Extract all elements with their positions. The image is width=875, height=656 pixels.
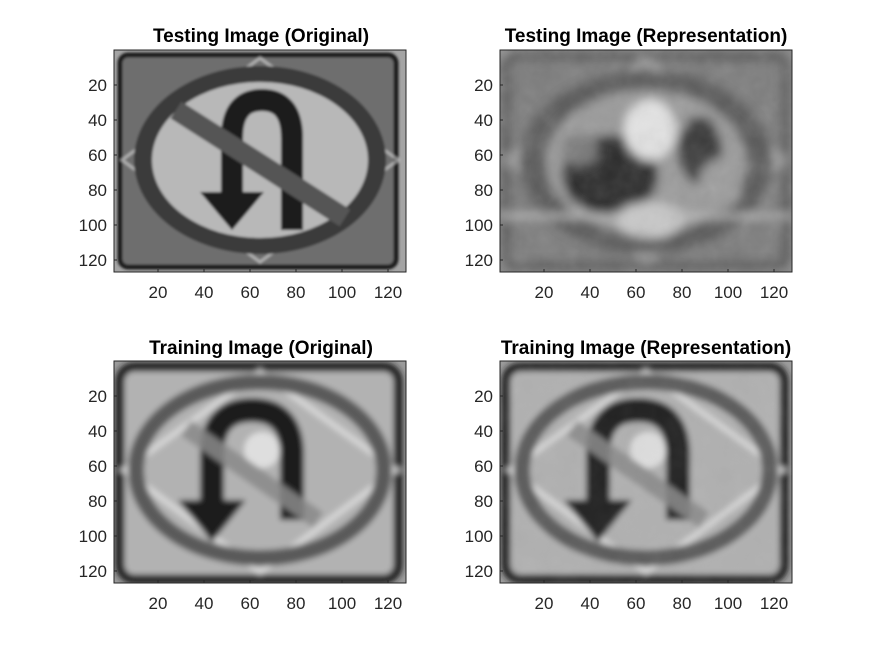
panel-title: Training Image (Representation): [501, 338, 791, 359]
x-tick-label: 80: [673, 594, 692, 613]
y-axis: 20 40 60 80 100 120: [79, 387, 117, 581]
y-tick-label: 100: [465, 527, 493, 546]
x-tick-label: 100: [328, 594, 356, 613]
x-tick-label: 80: [287, 283, 306, 302]
panel-image: [500, 361, 792, 583]
x-tick-label: 60: [241, 283, 260, 302]
panel-training-original: Training Image (Original) 20 40 60: [79, 338, 407, 613]
y-tick-label: 120: [79, 562, 107, 581]
y-tick-label: 120: [79, 251, 107, 270]
y-tick-label: 60: [88, 146, 107, 165]
y-tick-label: 20: [474, 387, 493, 406]
y-tick-label: 20: [88, 76, 107, 95]
y-tick-label: 80: [474, 181, 493, 200]
x-tick-label: 100: [328, 283, 356, 302]
panel-training-representation: Training Image (Representation) 20: [465, 338, 793, 613]
x-tick-label: 80: [287, 594, 306, 613]
y-axis: 20 40 60 80 100 120: [465, 387, 503, 581]
x-tick-label: 120: [374, 594, 402, 613]
y-tick-label: 20: [88, 387, 107, 406]
panel-image: [500, 50, 792, 272]
panel-title: Testing Image (Original): [153, 26, 369, 47]
x-tick-label: 120: [760, 594, 788, 613]
panel-title: Testing Image (Representation): [505, 26, 788, 47]
x-tick-label: 100: [714, 594, 742, 613]
y-tick-label: 100: [79, 216, 107, 235]
x-tick-label: 80: [673, 283, 692, 302]
y-tick-label: 60: [474, 146, 493, 165]
x-tick-label: 100: [714, 283, 742, 302]
y-tick-label: 120: [465, 562, 493, 581]
x-tick-label: 20: [535, 283, 554, 302]
y-tick-label: 40: [88, 422, 107, 441]
y-tick-label: 40: [474, 111, 493, 130]
x-tick-label: 20: [535, 594, 554, 613]
panel-testing-original: Testing Image (Original) 20 40 60: [79, 26, 407, 302]
panel-image: [114, 361, 406, 583]
x-tick-label: 40: [581, 594, 600, 613]
x-tick-label: 40: [195, 594, 214, 613]
y-tick-label: 60: [474, 457, 493, 476]
y-tick-label: 100: [465, 216, 493, 235]
y-tick-label: 40: [474, 422, 493, 441]
x-axis: 20 40 60 80 100 120: [535, 580, 788, 613]
y-axis: 20 40 60 80 100 120: [465, 76, 503, 270]
y-axis: 20 40 60 80 100 120: [79, 76, 117, 270]
x-tick-label: 40: [195, 283, 214, 302]
x-tick-label: 60: [627, 283, 646, 302]
x-axis: 20 40 60 80 100 120: [149, 269, 402, 302]
x-axis: 20 40 60 80 100 120: [149, 580, 402, 613]
y-tick-label: 80: [88, 181, 107, 200]
panel-image: [114, 50, 406, 272]
y-tick-label: 40: [88, 111, 107, 130]
x-tick-label: 60: [241, 594, 260, 613]
y-tick-label: 20: [474, 76, 493, 95]
x-tick-label: 60: [627, 594, 646, 613]
y-tick-label: 80: [88, 492, 107, 511]
panel-testing-representation: Testing Image (Representation): [465, 26, 793, 302]
y-tick-label: 100: [79, 527, 107, 546]
x-axis: 20 40 60 80 100 120: [535, 269, 788, 302]
panel-title: Training Image (Original): [149, 338, 373, 359]
x-tick-label: 40: [581, 283, 600, 302]
x-tick-label: 20: [149, 594, 168, 613]
x-tick-label: 120: [374, 283, 402, 302]
y-tick-label: 80: [474, 492, 493, 511]
y-tick-label: 60: [88, 457, 107, 476]
x-tick-label: 20: [149, 283, 168, 302]
x-tick-label: 120: [760, 283, 788, 302]
y-tick-label: 120: [465, 251, 493, 270]
